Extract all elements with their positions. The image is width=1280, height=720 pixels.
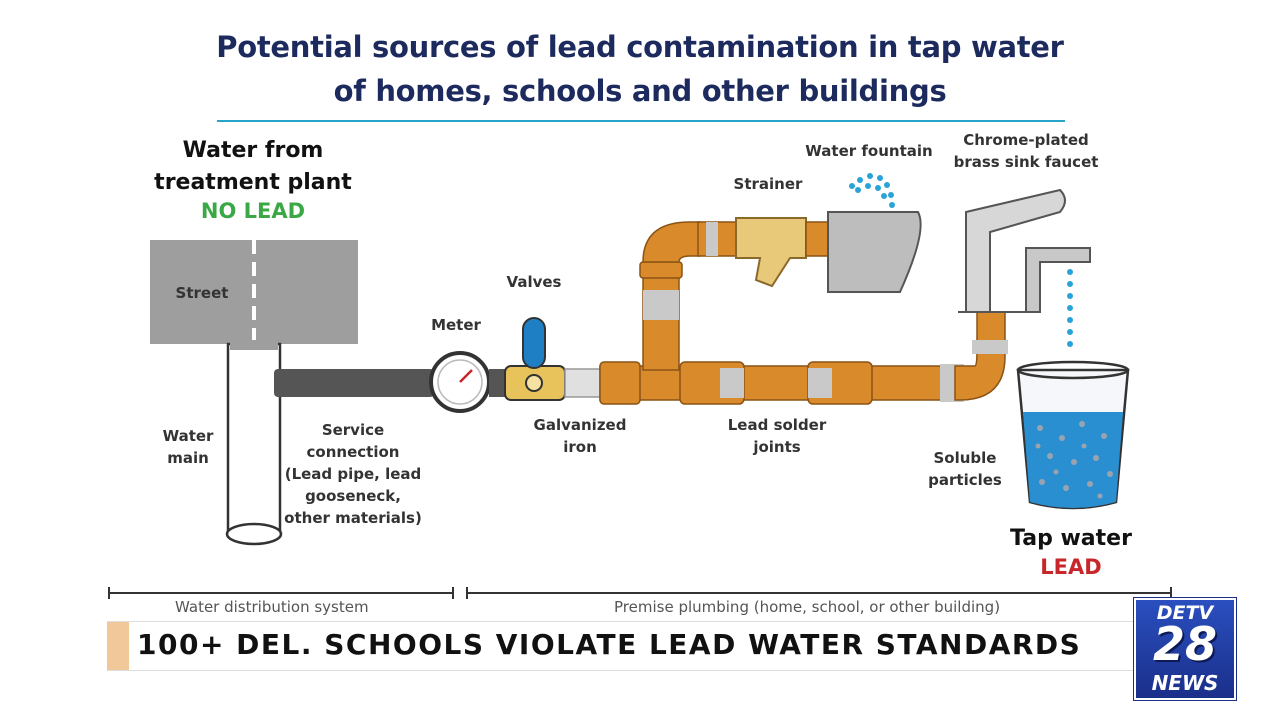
glass-rim	[1016, 360, 1130, 380]
news-ticker: 100+ DEL. SCHOOLS VIOLATE LEAD WATER STA…	[107, 621, 1135, 671]
water-main-cover	[230, 340, 278, 350]
upper-elbow	[642, 221, 701, 263]
logo-bottom-text: NEWS	[1151, 671, 1219, 695]
title-rule	[217, 120, 1065, 122]
distribution-bracket	[108, 587, 454, 599]
water-fountain-basin	[827, 211, 922, 293]
solder-label-2: joints	[753, 438, 801, 456]
water-fountain-label: Water fountain	[805, 142, 933, 160]
strainer-label: Strainer	[733, 175, 803, 193]
fountain-spray	[849, 173, 895, 208]
street-label: Street	[175, 284, 229, 302]
water-main-label-2: main	[167, 449, 209, 467]
source-heading-2: treatment plant	[154, 170, 352, 195]
galvanized-label-2: iron	[563, 438, 597, 456]
right-elbow	[954, 311, 1006, 401]
strainer-body	[735, 217, 807, 288]
meter-dial	[437, 359, 483, 405]
galvanized-label-1: Galvanized	[533, 416, 627, 434]
distribution-label: Water distribution system	[175, 598, 369, 616]
solder-band-2	[808, 368, 832, 398]
faucet-band	[972, 340, 1008, 354]
meter-needle	[459, 369, 473, 383]
solder-label-1: Lead solder	[727, 416, 827, 434]
riser-band	[643, 290, 679, 320]
ticker-headline: 100+ DEL. SCHOOLS VIOLATE LEAD WATER STA…	[137, 628, 1082, 661]
logo-number: 28	[1152, 617, 1217, 671]
title-line-2: of homes, schools and other buildings	[333, 74, 947, 108]
tap-stream	[1067, 269, 1073, 347]
valve-nut	[525, 374, 543, 392]
water-main-pipe	[226, 342, 282, 536]
copper-main-run	[599, 365, 956, 401]
service-pipe	[274, 369, 434, 397]
faucet-label-1: Chrome-plated	[963, 131, 1089, 149]
tap-water-heading: Tap water	[1010, 526, 1132, 551]
strainer-outlet	[805, 221, 829, 257]
solder-band-1	[720, 368, 744, 398]
logo-top-text: DETV	[1156, 602, 1214, 624]
soluble-label-1: Soluble	[933, 449, 997, 467]
title-line-1: Potential sources of lead contamination …	[216, 30, 1064, 64]
riser-coupling	[639, 261, 683, 279]
soluble-particle-dots	[1035, 421, 1113, 499]
source-heading-1: Water from	[182, 138, 324, 163]
valves-label: Valves	[506, 273, 562, 291]
galvanized-segment	[564, 368, 602, 398]
water-main-label-1: Water	[162, 427, 214, 445]
service-label-1: Service	[321, 421, 385, 439]
faucet-lever	[965, 188, 1066, 313]
lead-status: LEAD	[1040, 555, 1102, 579]
faucet-body	[958, 247, 1091, 313]
premise-bracket	[466, 587, 1172, 599]
service-label-3: (Lead pipe, lead	[284, 465, 422, 483]
meter-outlet	[489, 369, 507, 397]
faucet-label-2: brass sink faucet	[953, 153, 1099, 171]
soluble-label-2: particles	[928, 471, 1002, 489]
no-lead-status: NO LEAD	[200, 199, 306, 223]
service-label-4: gooseneck,	[305, 487, 401, 505]
station-logo: DETV 28 NEWS	[1134, 598, 1236, 700]
valve-handle	[522, 317, 546, 369]
premise-label: Premise plumbing (home, school, or other…	[614, 598, 1001, 616]
service-label-2: connection	[306, 443, 400, 461]
water-main-end	[225, 522, 283, 546]
ticker-accent	[107, 622, 129, 670]
service-label-5: other materials)	[284, 509, 422, 527]
meter-label: Meter	[431, 316, 481, 334]
upper-band	[706, 222, 718, 256]
tee-fitting	[599, 361, 641, 405]
